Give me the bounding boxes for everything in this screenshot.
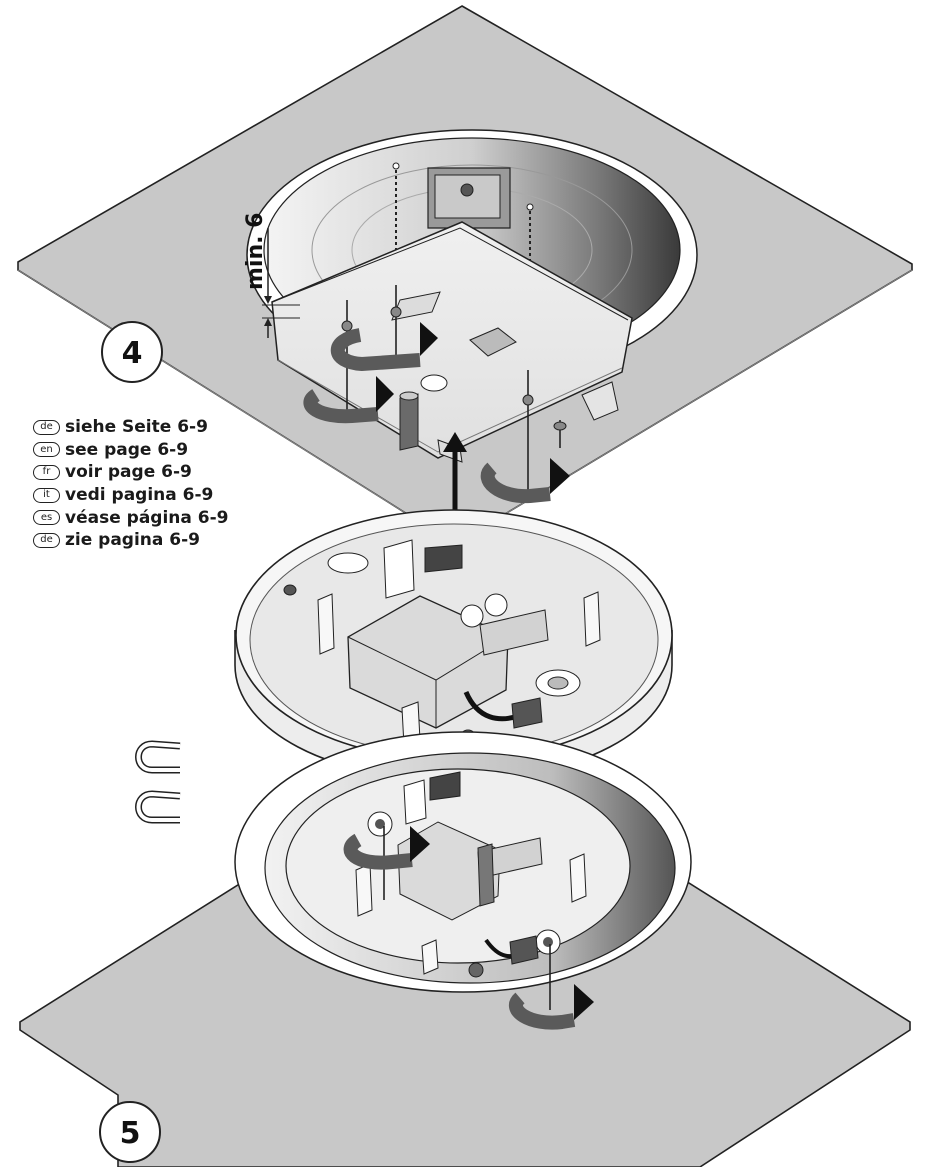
reference-text: voir page 6-9 xyxy=(65,462,192,483)
language-badge: de xyxy=(33,532,60,548)
wall-plug xyxy=(399,391,419,451)
ceiling-panel-bottom xyxy=(19,731,911,1167)
rotation-arrow-icon xyxy=(303,322,570,504)
reference-list: de siehe Seite 6-9 en see page 6-9 fr vo… xyxy=(33,416,229,552)
reference-item: de zie pagina 6-9 xyxy=(33,529,229,552)
mounting-plate xyxy=(271,221,633,463)
dimension-label: min. 6 xyxy=(243,213,268,290)
step-5-badge: 5 xyxy=(99,1101,161,1163)
step-4-badge: 4 xyxy=(101,321,163,383)
reference-item: fr voir page 6-9 xyxy=(33,461,229,484)
reference-item: de siehe Seite 6-9 xyxy=(33,416,229,439)
language-badge: it xyxy=(33,487,60,503)
language-badge: es xyxy=(33,510,60,526)
reference-text: zie pagina 6-9 xyxy=(65,530,201,551)
reference-text: vedi pagina 6-9 xyxy=(65,485,214,506)
dimension-marker: min. 6 xyxy=(243,213,300,338)
step-4-number: 4 xyxy=(122,336,143,371)
reference-item: it vedi pagina 6-9 xyxy=(33,484,229,507)
language-badge: de xyxy=(33,419,60,435)
reference-item: en see page 6-9 xyxy=(33,439,229,462)
language-badge: fr xyxy=(33,464,60,480)
reference-item: es véase página 6-9 xyxy=(33,506,229,529)
language-badge: en xyxy=(33,442,60,458)
reference-text: siehe Seite 6-9 xyxy=(65,417,208,438)
reference-text: see page 6-9 xyxy=(65,439,189,460)
reference-text: véase página 6-9 xyxy=(65,507,229,528)
spring-clip-icon xyxy=(135,740,181,824)
rotation-arrow-icon xyxy=(343,826,594,1030)
step-5-number: 5 xyxy=(120,1116,141,1151)
insert-arrow-icon xyxy=(443,432,467,510)
